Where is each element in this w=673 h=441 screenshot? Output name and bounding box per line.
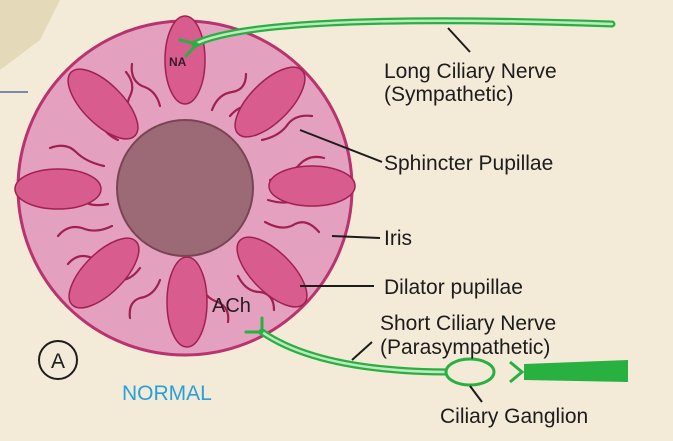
ciliary-ganglion-label: Ciliary Ganglion (440, 405, 588, 428)
muscle-bundle-right (269, 166, 355, 206)
panel-letter: A (51, 350, 65, 373)
short-ciliary-nerve-sublabel: (Parasympathetic) (380, 336, 550, 359)
muscle-bundle-bottom (167, 257, 207, 347)
short-ciliary-nerve-label: Short Ciliary Nerve (380, 312, 556, 335)
dilator-pupillae-label: Dilator pupillae (384, 276, 523, 299)
long-ciliary-nerve-label: Long Ciliary Nerve (384, 60, 557, 83)
pupil (117, 120, 253, 256)
sphincter-pupillae-label: Sphincter Pupillae (384, 152, 553, 175)
muscle-bundle-left (15, 169, 101, 209)
normal-label: NORMAL (122, 382, 212, 405)
na-label: NA (169, 55, 187, 69)
ciliary-ganglion (446, 359, 494, 385)
iris-label: Iris (384, 227, 412, 250)
ach-label: ACh (212, 295, 251, 317)
long-ciliary-nerve-sublabel: (Sympathetic) (384, 83, 514, 106)
